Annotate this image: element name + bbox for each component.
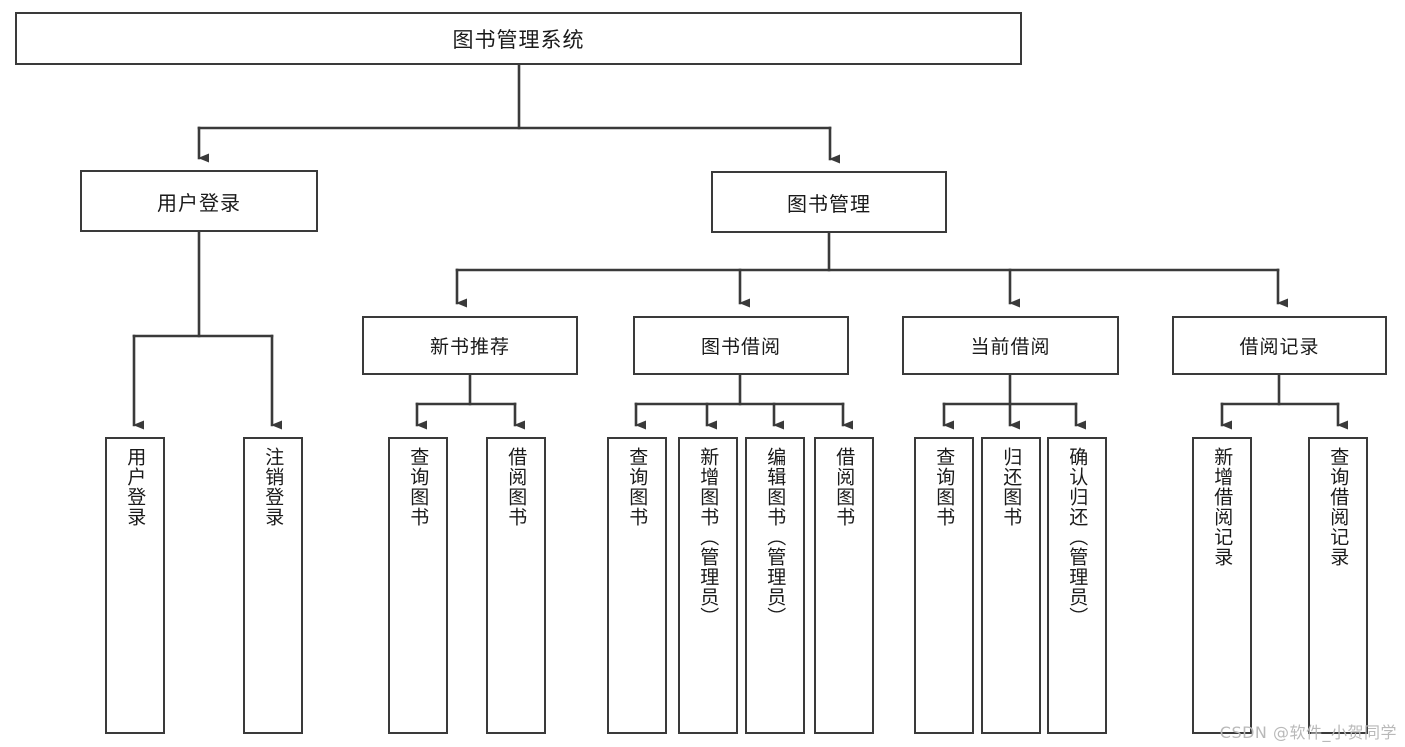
leaf-label: 查询图书 bbox=[407, 447, 430, 527]
node-new-book-recommend-label: 新书推荐 bbox=[429, 336, 510, 358]
leaf-book-borrow-0[interactable]: 查询图书 bbox=[607, 437, 667, 734]
leaf-current-borrow-2[interactable]: 确认归还（管理员） bbox=[1047, 437, 1107, 734]
leaf-label: 归还图书 bbox=[1000, 447, 1023, 527]
leaf-label: 新增图书（管理员） bbox=[697, 447, 720, 627]
leaf-label: 借阅图书 bbox=[833, 447, 856, 527]
leaf-new-book-rec-1[interactable]: 借阅图书 bbox=[486, 437, 546, 734]
node-borrow-record[interactable]: 借阅记录 bbox=[1172, 316, 1387, 375]
leaf-borrow-record-1[interactable]: 查询借阅记录 bbox=[1308, 437, 1368, 734]
node-root[interactable]: 图书管理系统 bbox=[15, 12, 1022, 65]
leaf-label: 用户登录 bbox=[124, 447, 147, 527]
node-user-login[interactable]: 用户登录 bbox=[80, 170, 318, 232]
leaf-user-login-1[interactable]: 注销登录 bbox=[243, 437, 303, 734]
leaf-borrow-record-0[interactable]: 新增借阅记录 bbox=[1192, 437, 1252, 734]
leaf-book-borrow-1[interactable]: 新增图书（管理员） bbox=[678, 437, 738, 734]
leaf-label: 查询图书 bbox=[933, 447, 956, 527]
leaf-label: 确认归还（管理员） bbox=[1066, 447, 1089, 627]
node-root-label: 图书管理系统 bbox=[452, 27, 585, 52]
leaf-label: 注销登录 bbox=[262, 447, 285, 527]
node-current-borrow[interactable]: 当前借阅 bbox=[902, 316, 1119, 375]
leaf-label: 借阅图书 bbox=[505, 447, 528, 527]
node-book-manage[interactable]: 图书管理 bbox=[711, 171, 947, 233]
node-book-borrow-label: 图书借阅 bbox=[700, 336, 781, 358]
leaf-current-borrow-0[interactable]: 查询图书 bbox=[914, 437, 974, 734]
leaf-label: 查询借阅记录 bbox=[1327, 447, 1350, 567]
leaf-new-book-rec-0[interactable]: 查询图书 bbox=[388, 437, 448, 734]
node-current-borrow-label: 当前借阅 bbox=[970, 336, 1051, 358]
leaf-label: 查询图书 bbox=[626, 447, 649, 527]
watermark-text: CSDN @软件_小贺同学 bbox=[1219, 723, 1397, 742]
node-user-login-label: 用户登录 bbox=[157, 190, 241, 215]
leaf-label: 编辑图书（管理员） bbox=[764, 447, 787, 627]
node-book-borrow[interactable]: 图书借阅 bbox=[633, 316, 849, 375]
leaf-label: 新增借阅记录 bbox=[1211, 447, 1234, 567]
node-new-book-recommend[interactable]: 新书推荐 bbox=[362, 316, 578, 375]
leaf-book-borrow-2[interactable]: 编辑图书（管理员） bbox=[745, 437, 805, 734]
node-book-manage-label: 图书管理 bbox=[787, 191, 871, 216]
node-borrow-record-label: 借阅记录 bbox=[1239, 336, 1320, 358]
leaf-current-borrow-1[interactable]: 归还图书 bbox=[981, 437, 1041, 734]
leaf-book-borrow-3[interactable]: 借阅图书 bbox=[814, 437, 874, 734]
leaf-user-login-0[interactable]: 用户登录 bbox=[105, 437, 165, 734]
